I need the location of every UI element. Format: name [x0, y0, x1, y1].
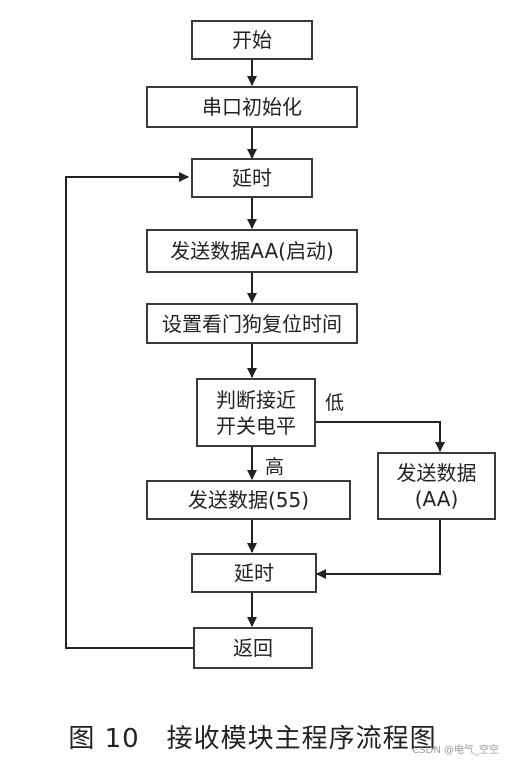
figure-caption: 图 10 接收模块主程序流程图	[68, 724, 437, 754]
node-delay-1: 延时	[191, 158, 313, 198]
edge-label-high: 高	[265, 456, 285, 478]
node-start: 开始	[191, 20, 313, 60]
node-send-aa-branch: 发送数据 (AA)	[377, 452, 496, 520]
judge-line-2: 开关电平	[216, 413, 296, 438]
send-aa-line-2: (AA)	[414, 487, 459, 511]
arrow-return-loop	[65, 172, 193, 649]
arrow-judge-low-branch	[316, 421, 445, 452]
send-aa-line-1: 发送数据	[396, 461, 477, 485]
node-serial-init: 串口初始化	[146, 86, 358, 128]
watermark: CSDN @电气_空空	[412, 745, 499, 756]
node-send-aa-start: 发送数据AA(启动)	[146, 229, 358, 273]
edge-label-low: 低	[325, 392, 345, 414]
node-delay-2: 延时	[191, 553, 317, 593]
node-send-55: 发送数据(55)	[146, 480, 351, 520]
node-return: 返回	[193, 627, 313, 669]
node-judge-level: 判断接近 开关电平	[196, 378, 316, 447]
arrow-send-aa-to-delay2	[316, 520, 441, 579]
judge-line-1: 判断接近	[216, 387, 296, 412]
node-set-watchdog: 设置看门狗复位时间	[146, 303, 358, 344]
